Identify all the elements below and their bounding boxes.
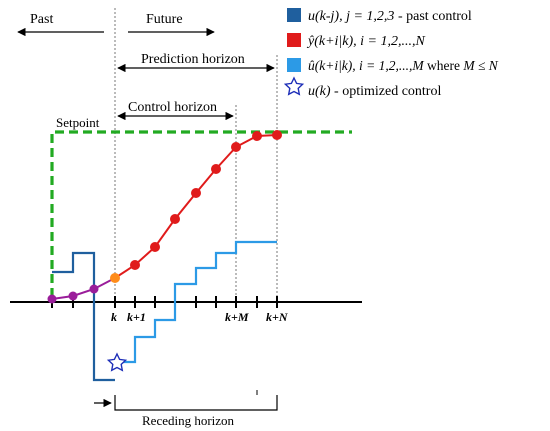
receding-horizon-bracket: [114, 395, 278, 411]
tick-label-k1: k+1: [127, 310, 146, 324]
past-point: [89, 284, 99, 294]
star-icon: [106, 352, 128, 372]
prediction-horizon: Prediction horizon: [117, 52, 275, 73]
legend-text-predicted-output: ŷ(k+i|k), i = 1,2,...,N: [306, 34, 425, 49]
current-output-point: [110, 273, 120, 283]
legend-swatch-past-control: [287, 8, 301, 22]
tick-label-k: k: [111, 310, 117, 324]
future-control-signal: [115, 240, 277, 364]
setpoint-line: [50, 130, 352, 297]
prediction-point: [211, 164, 221, 174]
legend-text-past-control: u(k-j), j = 1,2,3 - past control: [308, 9, 472, 24]
past-point: [47, 294, 57, 304]
past-control-signal: [52, 251, 115, 382]
guide-lines: [114, 8, 278, 302]
legend-swatch-future-control: [287, 58, 301, 72]
predicted-output-points: [130, 130, 282, 270]
future-label: Future: [146, 12, 183, 27]
tick-label-kM: k+M: [225, 310, 249, 324]
time-axis: k k+1 k+M k+N: [10, 296, 362, 324]
prediction-point: [272, 130, 282, 140]
time-arrows: Past Future: [17, 12, 215, 37]
past-point: [68, 291, 78, 301]
predicted-output-curve: [114, 134, 278, 279]
legend-text-future-control: û(k+i|k), i = 1,2,...,M where M ≤ N: [308, 58, 499, 73]
prediction-point: [170, 214, 180, 224]
legend: u(k-j), j = 1,2,3 - past control ŷ(k+i|k…: [283, 8, 499, 99]
tick-label-kN: k+N: [266, 310, 289, 324]
setpoint: Setpoint: [50, 115, 352, 297]
prediction-horizon-label: Prediction horizon: [141, 52, 245, 67]
past-label: Past: [30, 12, 53, 27]
receding-horizon-label: Receding horizon: [142, 413, 235, 428]
prediction-point: [150, 242, 160, 252]
past-output-points: [47, 284, 99, 304]
legend-star-icon: [283, 76, 305, 96]
prediction-point: [191, 188, 201, 198]
setpoint-label: Setpoint: [56, 115, 100, 130]
prediction-point: [252, 131, 262, 141]
prediction-point: [231, 142, 241, 152]
past-output-curve: [51, 277, 116, 300]
legend-text-optimized-control: u(k) - optimized control: [308, 84, 441, 99]
legend-swatch-predicted-output: [287, 33, 301, 47]
prediction-point: [130, 260, 140, 270]
control-horizon: Control horizon: [117, 100, 234, 121]
control-horizon-label: Control horizon: [128, 100, 217, 115]
receding-horizon: Receding horizon: [94, 392, 278, 428]
